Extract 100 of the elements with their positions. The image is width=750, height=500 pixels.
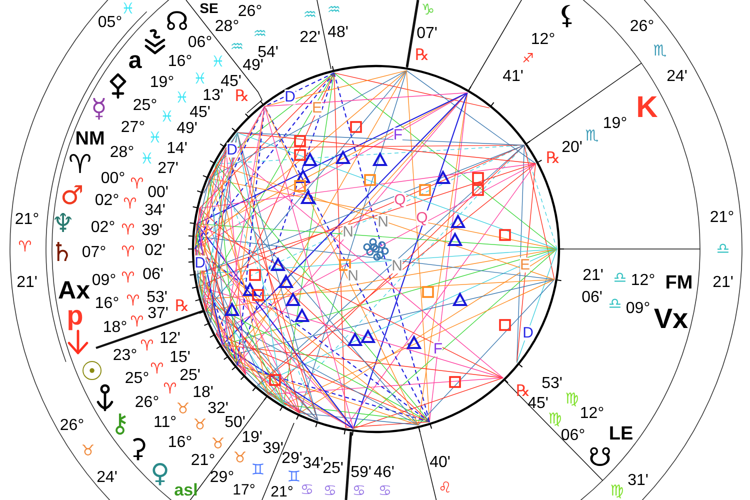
minute-value: 40' [430,455,450,471]
minute-value: 21' [712,275,734,291]
retrograde-mark: ℞ [516,383,530,399]
zodiac-sign: ♈ [150,362,164,376]
minute-value: 18' [192,385,214,401]
point-abbreviation: Vx [654,305,688,333]
minute-value: 53' [542,376,562,392]
zodiac-sign: ♉ [233,450,247,466]
zodiac-sign: ♐ [522,52,534,66]
minute-value: 14' [166,141,188,157]
minute-value: 34' [302,456,324,472]
zodiac-sign: ♈ [121,270,135,286]
aspect-glyph: N [378,214,388,230]
minute-value: 12' [160,331,180,347]
minute-value: 15' [170,350,190,366]
planet-symbol: ⚷ [110,411,130,437]
planet-symbol: ☉ [80,359,104,385]
aspect-glyph: N [348,268,358,284]
zodiac-sign: ♉ [211,436,225,452]
zodiac-sign: ♒ [253,26,267,42]
zodiac-sign: ♊ [251,462,265,478]
zodiac-sign: ♓ [160,110,174,124]
minute-value: 37' [148,306,168,322]
zodiac-sign: ♓ [140,152,154,166]
minute-value: 49' [176,121,198,137]
degree-value: 12° [530,32,556,48]
minute-value: 50' [224,415,246,431]
degree-value: 18° [102,320,128,336]
minute-value: 29' [282,451,302,467]
zodiac-sign: ♒ [303,8,317,22]
minute-value: 45' [528,396,548,412]
degree-value: 12° [580,406,604,422]
retrograde-mark: ℞ [234,88,250,104]
planet-symbol: ☿ [91,96,107,122]
minute-value: 21' [16,275,38,291]
minute-value: 00' [148,185,168,201]
degree-value: 06° [560,428,586,444]
degree-value: 16° [168,54,192,70]
aspect-glyph: Q [394,192,406,208]
degree-value: 11° [154,415,176,431]
degree-value: 29° [210,470,234,486]
degree-value: 27° [120,120,146,136]
minute-value: 48' [328,25,348,41]
minute-value: 06' [142,267,164,283]
minute-value: 34' [144,203,166,219]
minute-value: 41' [502,69,524,85]
minute-value: 19' [242,430,262,446]
planet-symbol: ☊ [165,9,189,35]
zodiac-sign: ♋ [300,482,314,498]
zodiac-sign: ♓ [175,90,189,106]
degree-value: 19° [602,116,628,132]
degree-value: 12° [630,273,656,289]
degree-value: 26° [134,395,160,411]
zodiac-sign: ♈ [163,382,177,396]
minute-value: 25' [180,368,200,384]
zodiac-sign: ♏ [653,44,667,58]
degree-value: 21° [14,212,40,228]
zodiac-sign: ♈ [140,338,154,354]
minute-value: 46' [374,465,394,481]
planet-symbol: ♆ [51,211,75,237]
degree-value: 23° [112,348,138,364]
degree-value: 26° [238,4,262,20]
minute-value: 32' [208,401,228,417]
minute-value: 27' [158,161,178,177]
minute-value: 31' [628,473,648,489]
point-abbreviation: NM [75,130,105,148]
degree-value: 26° [630,19,654,35]
minute-value: 13' [202,88,224,104]
zodiac-sign: ♉ [193,418,207,432]
degree-value: 09° [626,301,650,317]
retrograde-mark: ℞ [546,150,560,166]
point-abbreviation: asl [174,482,198,498]
zodiac-sign: ♍ [548,412,562,426]
degree-value: 25° [132,98,158,114]
point-abbreviation: Ax [58,278,90,304]
zodiac-sign: ♑ [421,2,435,18]
minute-value: 39' [262,441,284,457]
zodiac-sign: ♎ [716,242,730,256]
minute-value: 21' [582,268,604,284]
zodiac-sign: ♓ [121,2,135,16]
degree-value: 19° [150,75,174,91]
minute-value: 25' [322,461,344,477]
zodiac-sign: ♋ [323,484,337,498]
degree-value: 00° [100,171,126,187]
point-abbreviation: p [66,302,84,330]
degree-value: 21° [270,484,294,500]
zodiac-sign: ♉ [176,402,190,416]
point-abbreviation: SE [200,1,218,15]
zodiac-sign: ♋ [378,484,392,498]
planet-symbol: ⚳ [128,436,148,462]
zodiac-sign: ♈ [121,222,135,238]
zodiac-sign: ♉ [81,444,95,458]
degree-value: 05° [98,15,122,31]
aspect-glyph: D [194,256,206,270]
aspect-glyph: N [342,224,354,240]
minute-value: 45' [190,105,210,121]
degree-value: 07° [82,245,106,261]
zodiac-sign: ♓ [211,54,225,70]
minute-value: 45' [220,74,242,90]
point-abbreviation: LE [608,424,634,444]
